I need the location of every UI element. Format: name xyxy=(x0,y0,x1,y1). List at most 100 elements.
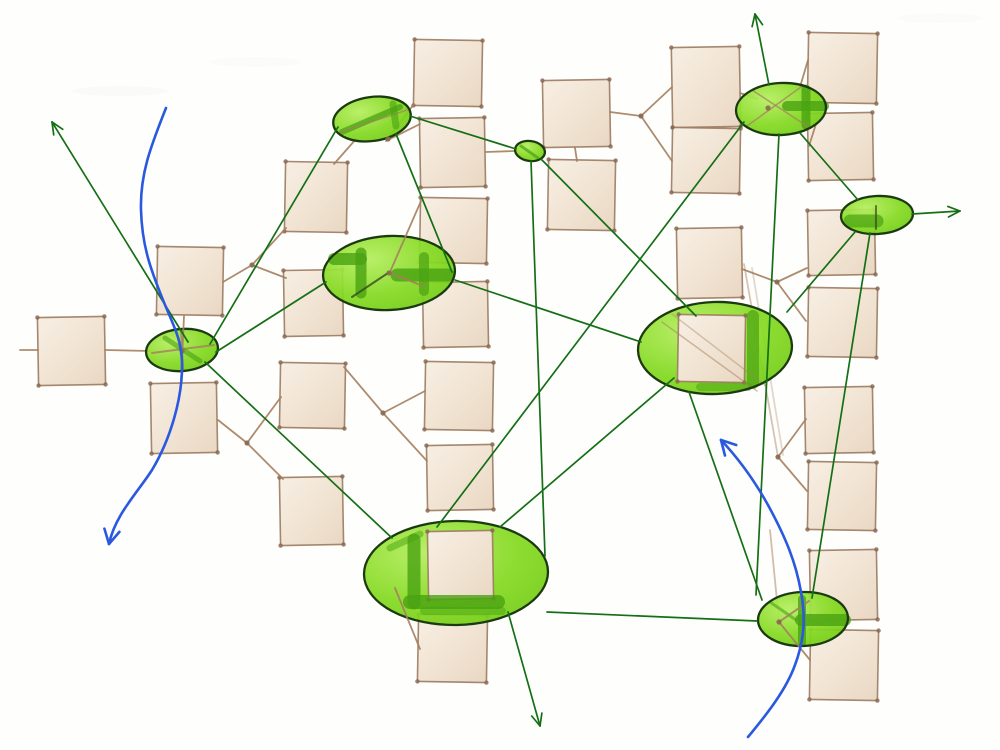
box-corner-dot xyxy=(148,381,153,386)
process-box xyxy=(148,380,220,456)
box-corner-dot xyxy=(482,115,487,120)
brown-connector-line xyxy=(777,418,807,458)
box-corner-dot xyxy=(737,191,742,196)
box-corner-dot xyxy=(802,385,807,390)
ellipse-paint-mark xyxy=(661,321,758,392)
box-corner-dot xyxy=(424,443,429,448)
process-box-rect xyxy=(278,475,345,547)
blue-arrowhead xyxy=(719,438,727,457)
box-corner-dot xyxy=(480,38,485,43)
green-connector-line xyxy=(799,132,859,201)
box-corner-dot xyxy=(282,334,287,339)
green-arrowhead xyxy=(539,712,543,727)
ellipse-paint-mark xyxy=(751,89,811,129)
box-corner-dot xyxy=(805,208,810,213)
box-corner-dot xyxy=(103,382,108,387)
green-connector-line xyxy=(499,377,675,528)
junction-dot xyxy=(776,619,782,625)
box-corner-dot xyxy=(35,315,40,320)
box-corner-dot xyxy=(545,227,550,232)
box-corner-dot xyxy=(36,383,41,388)
process-box xyxy=(417,115,488,190)
process-box xyxy=(411,37,485,109)
box-corner-dot xyxy=(491,360,496,365)
box-corner-dot xyxy=(739,225,744,230)
box-corner-dot xyxy=(871,450,876,455)
brown-connector-line xyxy=(333,138,357,165)
box-corner-dot xyxy=(876,628,881,633)
brown-connector-line xyxy=(104,349,151,352)
box-corner-dot xyxy=(485,196,490,201)
box-corner-dot xyxy=(875,698,880,703)
box-corner-dot xyxy=(807,548,812,553)
process-box xyxy=(35,314,108,388)
process-box xyxy=(540,77,613,150)
box-corner-dot xyxy=(415,679,420,684)
process-box-highlighted-rect xyxy=(426,529,495,601)
green-arrow-line xyxy=(507,611,541,727)
green-connector-line xyxy=(209,126,339,345)
brown-connector-line xyxy=(574,147,578,162)
box-corner-dot xyxy=(670,125,675,130)
process-box xyxy=(420,279,491,350)
process-box xyxy=(424,442,496,513)
highlight-ellipse-outline xyxy=(362,519,550,627)
ellipse-paint-mark xyxy=(746,86,802,127)
box-corner-dot xyxy=(412,37,417,42)
brown-connector-line xyxy=(385,123,421,142)
ellipse-paint-mark xyxy=(519,144,540,160)
green-arrowhead xyxy=(947,210,961,218)
ellipse-paint-mark xyxy=(671,313,767,387)
green-connector-line xyxy=(688,391,763,601)
process-box xyxy=(805,459,879,533)
green-arrowhead xyxy=(946,205,961,212)
green-connector-line xyxy=(395,133,453,273)
box-corner-dot xyxy=(484,261,489,266)
process-box xyxy=(545,157,618,233)
brown-connector-line xyxy=(217,419,248,444)
box-corner-dot xyxy=(807,697,812,702)
box-corner-dot xyxy=(675,379,680,384)
green-arrowhead xyxy=(51,121,64,131)
brown-connector-line xyxy=(394,587,421,650)
ellipse-paint-mark xyxy=(386,530,424,552)
process-box xyxy=(422,359,496,433)
box-corner-dot xyxy=(669,190,674,195)
process-box-rect xyxy=(670,126,742,195)
brown-connector-line xyxy=(776,267,808,283)
box-corner-dot xyxy=(490,428,495,433)
green-arrowhead xyxy=(754,13,764,26)
blue-arrow-curve xyxy=(719,438,805,739)
box-corner-dot xyxy=(870,110,875,115)
green-connector-line xyxy=(755,133,780,596)
box-corner-dot xyxy=(149,451,154,456)
process-box xyxy=(674,225,745,301)
junction-dot xyxy=(765,105,771,111)
brown-connector-line xyxy=(251,264,287,279)
box-corner-dot xyxy=(874,460,879,465)
process-box-rect xyxy=(806,460,878,532)
process-box-rect xyxy=(541,78,612,149)
process-box xyxy=(277,474,346,548)
junction-dot xyxy=(380,410,386,416)
process-box xyxy=(805,285,880,360)
box-corner-dot xyxy=(491,507,496,512)
brown-connector-line xyxy=(778,621,811,661)
process-box-rect xyxy=(670,45,742,129)
process-box-rect xyxy=(546,158,617,232)
highlight-ellipse-outline xyxy=(734,81,828,137)
process-box-rect xyxy=(675,226,744,300)
process-box-highlighted xyxy=(425,528,496,602)
box-corner-dot xyxy=(421,345,426,350)
box-corner-dot xyxy=(425,529,430,534)
box-corner-dot xyxy=(483,184,488,189)
brown-connector-line xyxy=(609,111,642,117)
box-corner-dot xyxy=(806,178,811,183)
box-corner-dot xyxy=(215,450,220,455)
highlight-ellipse-outline xyxy=(636,300,794,396)
ellipse-paint-mark xyxy=(768,600,798,622)
green-connector-line xyxy=(409,115,517,150)
brown-connector-line xyxy=(246,396,282,444)
box-corner-dot xyxy=(676,312,681,317)
highlight-ellipse-outline xyxy=(321,234,457,312)
